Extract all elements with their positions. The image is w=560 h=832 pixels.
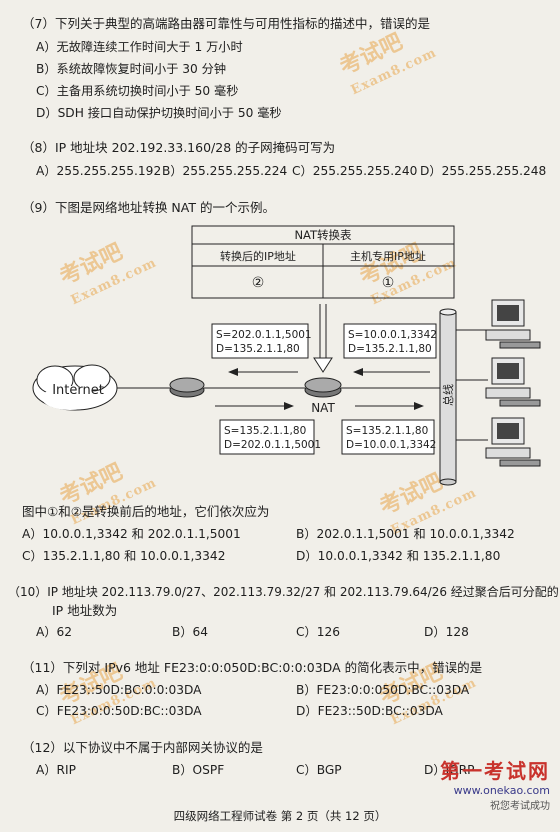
question-9-option-b: B）202.0.1.1,5001 和 10.0.0.1,3342 (296, 527, 515, 541)
bus-cylinder: 总线 (439, 308, 457, 486)
down-arrow-icon (313, 304, 333, 373)
question-8-option-c: C）255.255.255.240 (292, 164, 418, 178)
internet-cloud-icon: Internet (32, 364, 118, 411)
nat-diagram: NAT转换表 转换后的IP地址 主机专用IP地址 ② ① Internet NA… (32, 225, 541, 486)
question-12-option-d: D）IGRP (424, 763, 475, 777)
question-12-option-a: A）RIP (36, 763, 76, 777)
question-11-option-d: D）FE23::50D:BC::03DA (296, 704, 443, 718)
computer-icon (485, 417, 541, 467)
question-9-option-c: C）135.2.1.1,80 和 10.0.0.1,3342 (22, 549, 226, 563)
question-10-stem-continued: IP 地址数为 (52, 603, 118, 618)
question-12-option-c: C）BGP (296, 763, 342, 777)
nat-table-col1-value: ② (252, 275, 265, 291)
page-footer: 四级网络工程师试卷 第 2 页（共 12 页） (173, 809, 387, 823)
question-11-option-c: C）FE23:0:0:50D:BC::03DA (36, 704, 202, 718)
svg-text:D=135.2.1.1,80: D=135.2.1.1,80 (216, 343, 300, 355)
question-12-stem: （12）以下协议中不属于内部网关协议的是 (22, 740, 263, 755)
question-10-option-c: C）126 (296, 625, 340, 639)
question-11-option-a: A）FE23::50D:BC:0:0:03DA (36, 683, 202, 697)
question-10-option-b: B）64 (172, 625, 209, 639)
nat-table-col1-header: 转换后的IP地址 (220, 249, 296, 263)
question-8-option-b: B）255.255.255.224 (162, 164, 288, 178)
question-9-question: 图中①和②是转换前后的地址，它们依次应为 (22, 504, 270, 519)
svg-text:S=135.2.1.1,80: S=135.2.1.1,80 (346, 425, 428, 437)
nat-table: NAT转换表 转换后的IP地址 主机专用IP地址 ② ① (191, 225, 455, 299)
router-icon (169, 377, 205, 398)
nat-table-col2-value: ① (382, 275, 395, 291)
arrow-right-icon (215, 402, 294, 410)
question-7-option-b: B）系统故障恢复时间小于 30 分钟 (36, 62, 227, 76)
nat-table-col2-header: 主机专用IP地址 (350, 249, 426, 263)
question-10-stem: （10）IP 地址块 202.113.79.0/27、202.113.79.32… (8, 585, 559, 599)
packet-box-bottom-left: S=135.2.1.1,80 D=202.0.1.1,5001 (219, 419, 321, 455)
question-11-stem: （11）下列对 IPv6 地址 FE23:0:0:050D:BC:0:0:03D… (22, 660, 483, 675)
question-7-option-a: A）无故障连续工作时间大于 1 万小时 (36, 40, 243, 54)
question-8-stem: （8）IP 地址块 202.192.33.160/28 的子网掩码可写为 (22, 140, 336, 155)
question-9-stem: （9）下图是网络地址转换 NAT 的一个示例。 (22, 200, 275, 215)
question-7-option-c: C）主备用系统切换时间小于 50 毫秒 (36, 84, 239, 98)
question-8-option-a: A）255.255.255.192 (36, 164, 162, 178)
packet-box-top-left: S=202.0.1.1,5001 D=135.2.1.1,80 (211, 323, 312, 359)
svg-text:D=10.0.0.1,3342: D=10.0.0.1,3342 (346, 439, 436, 451)
packet-box-bottom-right: S=135.2.1.1,80 D=10.0.0.1,3342 (341, 419, 436, 455)
question-7-stem: （7）下列关于典型的高端路由器可靠性与可用性指标的描述中，错误的是 (22, 16, 430, 31)
question-12-option-b: B）OSPF (172, 763, 225, 777)
svg-text:S=10.0.0.1,3342: S=10.0.0.1,3342 (348, 329, 437, 341)
internet-label: Internet (52, 383, 104, 398)
arrow-left-icon (228, 368, 298, 376)
nat-table-title: NAT转换表 (294, 228, 352, 242)
computer-icon (485, 299, 541, 349)
svg-text:D=135.2.1.1,80: D=135.2.1.1,80 (348, 343, 432, 355)
arrow-right-icon (355, 402, 424, 410)
question-10-option-a: A）62 (36, 625, 73, 639)
svg-text:D=202.0.1.1,5001: D=202.0.1.1,5001 (224, 439, 321, 451)
question-9-option-a: A）10.0.0.1,3342 和 202.0.1.1,5001 (22, 527, 241, 541)
question-8-option-d: D）255.255.255.248 (420, 164, 547, 178)
question-9-option-d: D）10.0.0.1,3342 和 135.2.1.1,80 (296, 549, 501, 563)
question-7-option-d: D）SDH 接口自动保护切换时间小于 50 毫秒 (36, 106, 282, 120)
question-10-option-d: D）128 (424, 625, 469, 639)
corner-brand-logo: 第一考试网 www.onekao.com 祝您考试成功 (440, 759, 550, 812)
computer-icon (485, 357, 541, 407)
svg-text:S=202.0.1.1,5001: S=202.0.1.1,5001 (216, 329, 312, 341)
bus-label: 总线 (441, 384, 455, 406)
svg-text:S=135.2.1.1,80: S=135.2.1.1,80 (224, 425, 306, 437)
nat-router-icon (304, 377, 342, 398)
packet-box-top-right: S=10.0.0.1,3342 D=135.2.1.1,80 (343, 323, 437, 359)
question-11-option-b: B）FE23:0:0:050D:BC::03DA (296, 683, 470, 697)
arrow-left-icon (353, 368, 430, 376)
nat-label: NAT (311, 401, 335, 415)
